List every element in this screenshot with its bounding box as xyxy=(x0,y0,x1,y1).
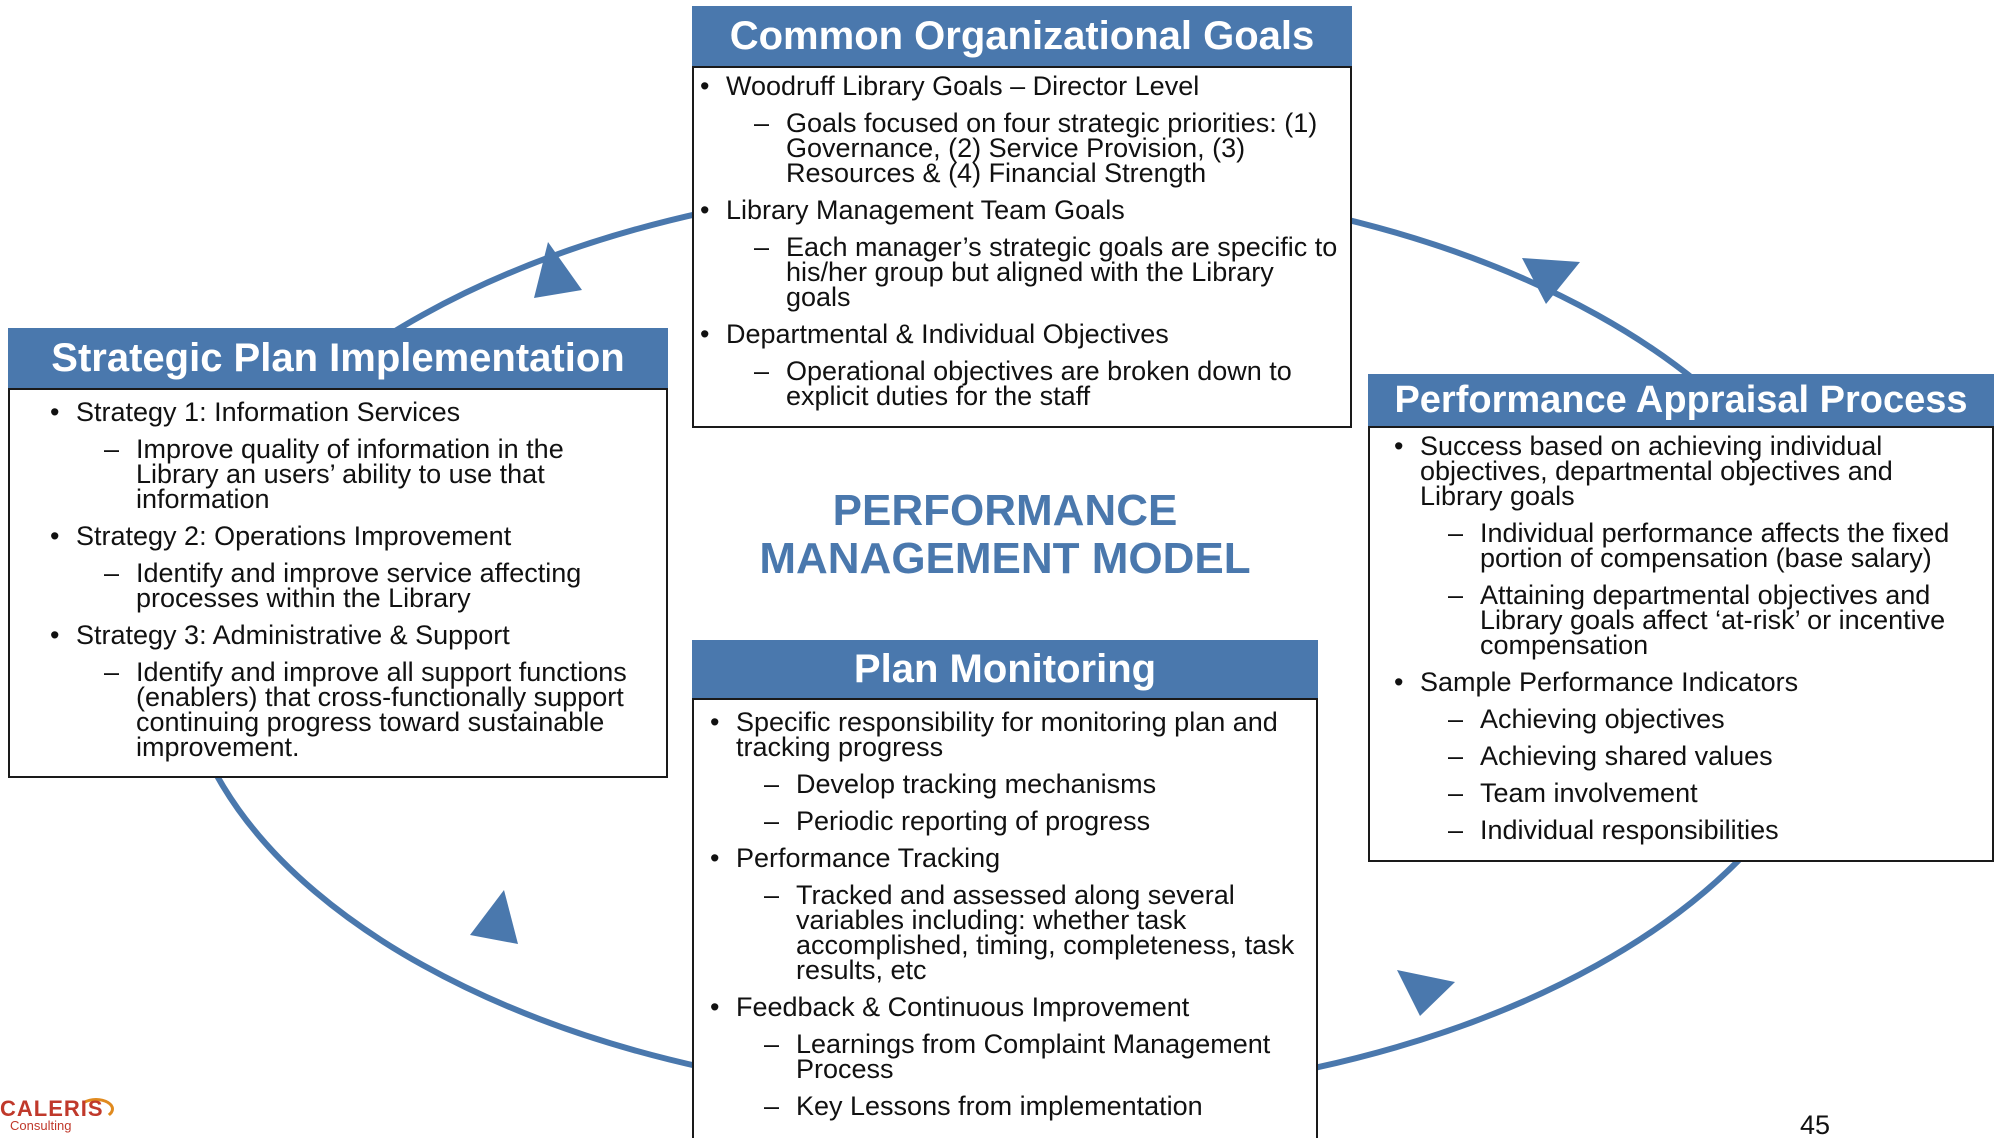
list-subitem-text: Periodic reporting of progress xyxy=(796,806,1151,836)
page-number: 45 xyxy=(1800,1110,1831,1140)
strategic-plan-item: Strategy 1: Information Services xyxy=(44,397,646,427)
plan-monitoring-body: Specific responsibility for monitoring p… xyxy=(694,707,1316,1131)
common-goals-title: Common Organizational Goals xyxy=(692,6,1352,66)
performance-appraisal-subitem: Individual responsibilities xyxy=(1388,815,1972,845)
list-subitem-text: Achieving shared values xyxy=(1480,741,1773,771)
model-title-line-2: MANAGEMENT MODEL xyxy=(759,534,1251,583)
performance-appraisal-box: Success based on achieving individual ob… xyxy=(1368,426,1994,862)
logo-swoosh-icon xyxy=(78,1098,114,1120)
list-item-text: Feedback & Continuous Improvement xyxy=(736,992,1190,1022)
plan-monitoring-item: Performance Tracking xyxy=(704,843,1306,873)
logo-subtitle: Consulting xyxy=(10,1118,72,1133)
strategic-plan-title: Strategic Plan Implementation xyxy=(8,328,668,388)
strategic-plan-subitem: Identify and improve service affecting p… xyxy=(44,558,646,613)
strategic-plan-box: Strategy 1: Information Services Improve… xyxy=(8,388,668,778)
performance-appraisal-item: Success based on achieving individual ob… xyxy=(1388,431,1972,511)
list-item-text: Success based on achieving individual ob… xyxy=(1420,431,1893,511)
list-subitem-text: Tracked and assessed along several varia… xyxy=(796,880,1295,985)
performance-appraisal-subitem: Achieving shared values xyxy=(1388,741,1972,771)
strategic-plan-subitem: Improve quality of information in the Li… xyxy=(44,434,646,514)
common-goals-item: Library Management Team Goals xyxy=(694,195,1340,225)
list-item-text: Strategy 3: Administrative & Support xyxy=(76,620,510,650)
performance-appraisal-subitem: Achieving objectives xyxy=(1388,704,1972,734)
strategic-plan-body: Strategy 1: Information Services Improve… xyxy=(10,398,666,772)
cycle-arrow-bottom-right xyxy=(1397,970,1455,1016)
cycle-arrow-top-left xyxy=(534,242,582,298)
list-subitem-text: Identify and improve service affecting p… xyxy=(136,558,582,613)
list-subitem-text: Improve quality of information in the Li… xyxy=(136,434,564,514)
list-item-text: Sample Performance Indicators xyxy=(1420,667,1799,697)
model-title-line-1: PERFORMANCE xyxy=(832,486,1178,535)
plan-monitoring-subitem: Learnings from Complaint Management Proc… xyxy=(704,1029,1306,1084)
common-goals-body: Woodruff Library Goals – Director Level … xyxy=(694,70,1350,421)
list-subitem-text: Operational objectives are broken down t… xyxy=(786,356,1292,411)
plan-monitoring-subitem: Develop tracking mechanisms xyxy=(704,769,1306,799)
list-subitem-text: Team involvement xyxy=(1480,778,1698,808)
plan-monitoring-item: Feedback & Continuous Improvement xyxy=(704,992,1306,1022)
strategic-plan-item: Strategy 2: Operations Improvement xyxy=(44,521,646,551)
plan-monitoring-item: Specific responsibility for monitoring p… xyxy=(704,707,1306,762)
common-goals-subitem: Goals focused on four strategic prioriti… xyxy=(694,108,1340,188)
list-subitem-text: Key Lessons from implementation xyxy=(796,1091,1203,1121)
list-item-text: Strategy 2: Operations Improvement xyxy=(76,521,512,551)
plan-monitoring-subitem: Tracked and assessed along several varia… xyxy=(704,880,1306,985)
list-item-text: Departmental & Individual Objectives xyxy=(726,319,1169,349)
list-subitem-text: Each manager’s strategic goals are speci… xyxy=(786,232,1338,312)
performance-appraisal-subitem: Team involvement xyxy=(1388,778,1972,808)
plan-monitoring-subitem: Periodic reporting of progress xyxy=(704,806,1306,836)
common-goals-box: Woodruff Library Goals – Director Level … xyxy=(692,66,1352,428)
performance-appraisal-subitem: Attaining departmental objectives and Li… xyxy=(1388,580,1972,660)
list-subitem-text: Individual performance affects the fixed… xyxy=(1480,518,1950,573)
list-item-text: Woodruff Library Goals – Director Level xyxy=(726,71,1200,101)
performance-appraisal-title: Performance Appraisal Process xyxy=(1368,374,1994,426)
list-subitem-text: Develop tracking mechanisms xyxy=(796,769,1157,799)
common-goals-subitem: Operational objectives are broken down t… xyxy=(694,356,1340,411)
strategic-plan-item: Strategy 3: Administrative & Support xyxy=(44,620,646,650)
list-subitem-text: Individual responsibilities xyxy=(1480,815,1779,845)
plan-monitoring-box: Specific responsibility for monitoring p… xyxy=(692,698,1318,1138)
cycle-arrow-top-right xyxy=(1522,258,1580,304)
logo-name: CALERIS xyxy=(0,1096,104,1121)
list-subitem-text: Goals focused on four strategic prioriti… xyxy=(786,108,1318,188)
performance-appraisal-item: Sample Performance Indicators xyxy=(1388,667,1972,697)
performance-appraisal-subitem: Individual performance affects the fixed… xyxy=(1388,518,1972,573)
caleris-logo: CALERIS Consulting xyxy=(0,1096,130,1134)
list-item-text: Strategy 1: Information Services xyxy=(76,397,461,427)
model-title: PERFORMANCE MANAGEMENT MODEL xyxy=(700,487,1310,583)
list-item-text: Library Management Team Goals xyxy=(726,195,1125,225)
common-goals-item: Departmental & Individual Objectives xyxy=(694,319,1340,349)
plan-monitoring-title: Plan Monitoring xyxy=(692,640,1318,698)
list-subitem-text: Attaining departmental objectives and Li… xyxy=(1480,580,1946,660)
strategic-plan-subitem: Identify and improve all support functio… xyxy=(44,657,646,762)
list-subitem-text: Identify and improve all support functio… xyxy=(136,657,627,762)
common-goals-subitem: Each manager’s strategic goals are speci… xyxy=(694,232,1340,312)
performance-appraisal-body: Success based on achieving individual ob… xyxy=(1370,432,1992,855)
plan-monitoring-subitem: Key Lessons from implementation xyxy=(704,1091,1306,1121)
common-goals-item: Woodruff Library Goals – Director Level xyxy=(694,71,1340,101)
list-item-text: Performance Tracking xyxy=(736,843,1001,873)
list-subitem-text: Achieving objectives xyxy=(1480,704,1725,734)
list-item-text: Specific responsibility for monitoring p… xyxy=(736,707,1278,762)
cycle-arrow-bottom-left xyxy=(470,890,518,944)
list-subitem-text: Learnings from Complaint Management Proc… xyxy=(796,1029,1271,1084)
